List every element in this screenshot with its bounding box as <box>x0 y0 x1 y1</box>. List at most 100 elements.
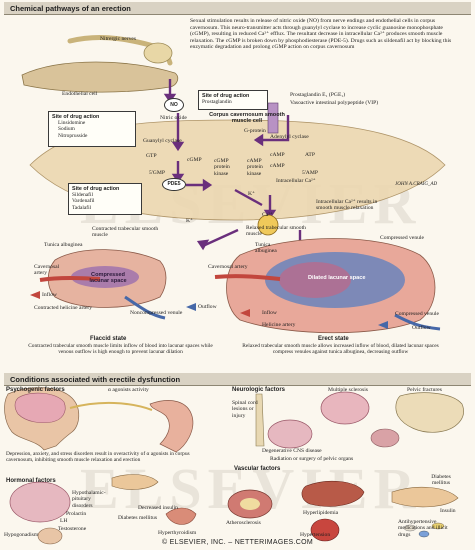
outflow-arrow-right <box>378 321 388 329</box>
flaccid-artery-shape <box>39 276 101 282</box>
ion-channel-shape <box>257 214 279 236</box>
label-compressed-venule-top: Compressed venule <box>380 235 424 241</box>
site-of-drug-action-2: Site of drug action Prostaglandin <box>198 90 268 110</box>
outflow-arrow-left <box>186 303 196 311</box>
site-of-drug-action-3: Site of drug action Sildenafil Vardenafi… <box>68 183 142 215</box>
label-smooth-muscle-cell: Corpus cavernosum smooth muscle cell <box>209 112 285 125</box>
hormonal-title: Hormonal factors <box>6 478 56 484</box>
pde5-badge: PDE5 <box>162 178 186 191</box>
vascular-title: Vascular factors <box>234 466 281 472</box>
label-ca-plus: Ca²⁺ <box>262 212 273 218</box>
label-hyperlipidemia: Hyperlipidemia <box>303 510 339 516</box>
label-vip: Vasoactive intestinal polypeptide (VIP) <box>290 100 379 106</box>
arrowhead-gc <box>171 141 185 152</box>
label-hyperthyroidism: Hyperthyroidism <box>158 530 197 536</box>
no-badge: NO <box>164 98 184 112</box>
label-cavernosal-artery-left: Cavernosal artery <box>34 264 60 277</box>
label-camp: cAMP <box>270 152 285 158</box>
label-atherosclerosis: Atherosclerosis <box>226 520 261 526</box>
label-5amp: 5'AMP <box>302 170 318 176</box>
label-lh: LH <box>60 518 68 524</box>
thyroid-shape <box>165 507 197 525</box>
label-decreased-insulin: Decreased insulin <box>138 505 178 511</box>
label-pge1: Prostaglandin E₁ (PGE₁) <box>290 92 346 98</box>
flaccid-title: Flaccid state <box>90 336 127 342</box>
section-title-chemical-pathways: Chemical pathways of an erection <box>4 2 471 15</box>
label-compressed-venule-bottom: Compressed venule <box>395 311 439 317</box>
label-alpha-agonists: α agonists activity <box>108 387 149 393</box>
erect-venule-shape <box>394 313 441 331</box>
site3-item-1: Sildenafil <box>72 192 93 199</box>
label-inflow-right: Inflow <box>262 310 277 316</box>
label-nitric-oxide: Nitric oxide <box>160 115 187 121</box>
site1-item-2: Sodium <box>58 126 75 133</box>
nerve-path-psycho <box>69 401 153 411</box>
liver-shape <box>301 480 365 507</box>
testis-shape <box>37 527 63 545</box>
inflow-arrow-left <box>30 291 40 299</box>
section-title-conditions: Conditions associated with erectile dysf… <box>4 373 471 386</box>
endothelial-cell-shape <box>21 61 179 93</box>
arrow-pge-down <box>262 115 290 142</box>
label-intracellular-ca-top: Intracellular Ca²⁺ <box>276 178 316 184</box>
label-adenylyl-cyclase: Adenylyl cyclase <box>270 134 309 140</box>
cns-brain-shape <box>267 419 313 449</box>
label-tunica-albuginea-2: Tunica albuginea <box>255 242 277 255</box>
site3-title: Site of drug action <box>72 186 120 192</box>
label-gtp: GTP <box>146 153 157 159</box>
label-atp: ATP <box>305 152 315 158</box>
label-k-plus: K⁺ <box>248 191 255 197</box>
label-dilated-lacunar: Dilated lacunar space <box>308 275 366 281</box>
conditions-illustration <box>4 387 464 545</box>
label-camp-kinase: cAMP protein kinase <box>247 158 263 177</box>
label-antihypertensive: Antihypertensive medications and illicit… <box>398 519 448 538</box>
site2-title: Site of drug action <box>202 93 250 99</box>
label-k-plus-2: K⁺ <box>186 218 193 224</box>
arrowhead-k <box>196 239 210 251</box>
label-camp-2: cAMP <box>270 163 285 169</box>
label-tunica-albuginea: Tunica albuginea <box>44 242 83 248</box>
site2-item-1: Prostaglandin <box>202 99 232 106</box>
hypertension-heart-shape <box>310 518 340 542</box>
inflow-arrow-right <box>240 309 250 317</box>
site3-item-2: Vardenafil <box>72 198 95 205</box>
label-contracted-helicine: Contracted helicine artery <box>34 305 93 311</box>
site-of-drug-action-1: Site of drug action Linsidomine Sodium N… <box>48 111 136 147</box>
site1-item-1: Linsidomine <box>58 120 86 127</box>
footer-copyright: © ELSEVIER, INC. – NETTERIMAGES.COM <box>161 539 314 546</box>
label-multiple-sclerosis: Multiple sclerosis <box>328 387 368 393</box>
label-inflow-left: Inflow <box>42 292 57 298</box>
label-compressed-lacunar: Compressed lacunar space <box>89 272 127 285</box>
penis-shape <box>149 400 194 453</box>
site1-item-3: Nitroprusside <box>58 132 88 139</box>
pelvic-organ-shape <box>370 428 400 448</box>
label-relaxed-trabecular: Relaxed trabecular smooth muscle <box>246 225 306 238</box>
psychogenic-text: Depression, anxiety, and stress disorder… <box>6 451 190 464</box>
site1-title: Site of drug action <box>52 114 100 120</box>
erect-title: Erect state <box>318 336 349 342</box>
erect-text: Relaxed trabecular smooth muscle allows … <box>242 343 439 356</box>
pelvis-shape <box>395 392 464 433</box>
label-guanylyl-cyclase: Guanylyl cyclase <box>143 138 182 144</box>
dilated-lacunar-inner <box>279 262 351 298</box>
label-g-protein: G-protein <box>244 128 266 134</box>
erect-artery-shape <box>214 274 281 281</box>
label-hypothalamic: Hypothalamic-pituitary disorders <box>72 490 106 509</box>
flaccid-venule-shape <box>124 295 166 320</box>
receptor-shape <box>267 102 279 134</box>
label-insulin: Insulin <box>440 508 456 514</box>
atherosclerosis-plaque <box>240 498 260 510</box>
brain-shape <box>14 392 66 424</box>
compressed-lacunar-shape <box>71 266 139 288</box>
psychogenic-title: Psychogenic factors <box>6 387 65 393</box>
label-pelvic-fractures: Pelvic fractures <box>407 387 442 393</box>
label-testosterone: Testosterone <box>58 526 87 532</box>
label-5gmp: 5'GMP <box>149 170 165 176</box>
label-diabetes-mellitus-v: Diabetes mellitus <box>431 474 451 487</box>
label-degenerative-cns: Degenerative CNS disease <box>262 448 322 454</box>
pills-shape <box>403 522 445 538</box>
label-ca-result: Intracellular Ca²⁺ results in smooth mus… <box>316 199 378 212</box>
label-cgmp-kinase: cGMP protein kinase <box>214 158 230 177</box>
label-hypogonadism: Hypogonadism <box>4 532 39 538</box>
